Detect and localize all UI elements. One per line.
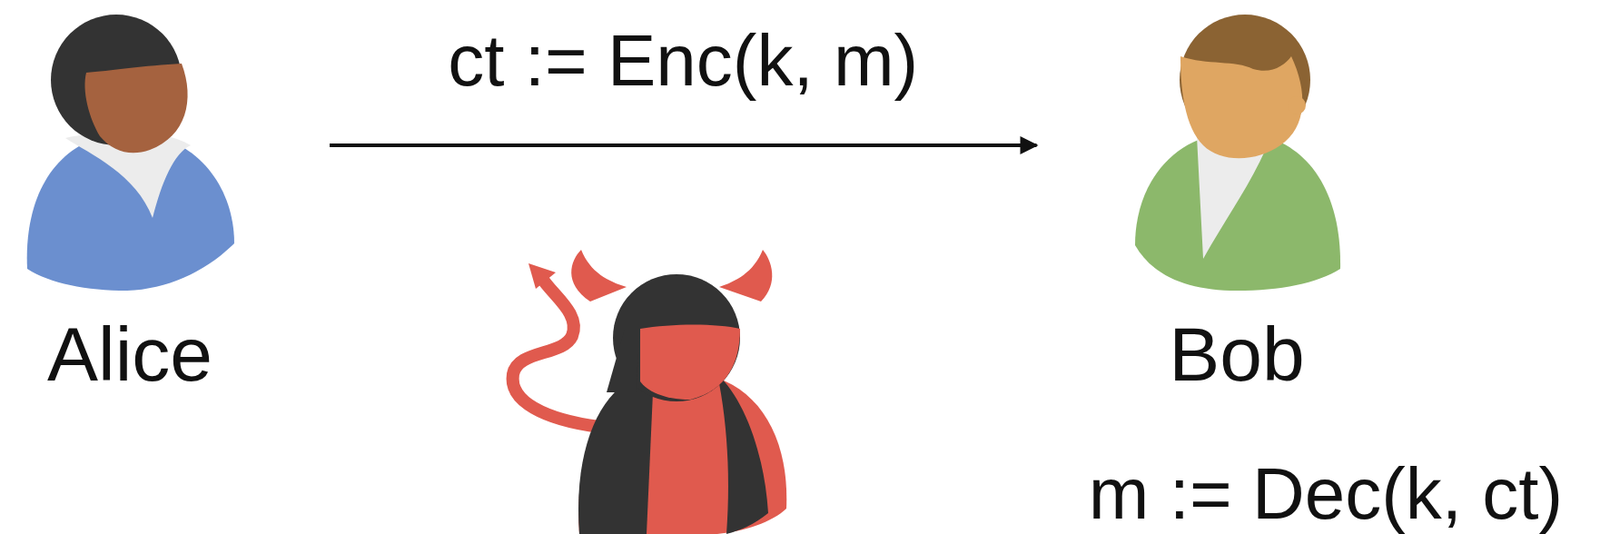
person-name: Alice xyxy=(47,316,213,393)
message-arrow xyxy=(329,143,1038,148)
person-figure: Bob xyxy=(1132,11,1343,393)
decryption-formula: m := Dec(k, ct) xyxy=(1088,457,1563,531)
bob-figure xyxy=(1135,14,1341,291)
person-name: Bob xyxy=(1168,316,1304,393)
ciphertext-formula: ct := Enc(k, m) xyxy=(447,24,919,98)
alice-figure xyxy=(27,14,235,291)
eve-devil-figure xyxy=(513,249,788,534)
person-figure: Alice xyxy=(25,11,235,393)
